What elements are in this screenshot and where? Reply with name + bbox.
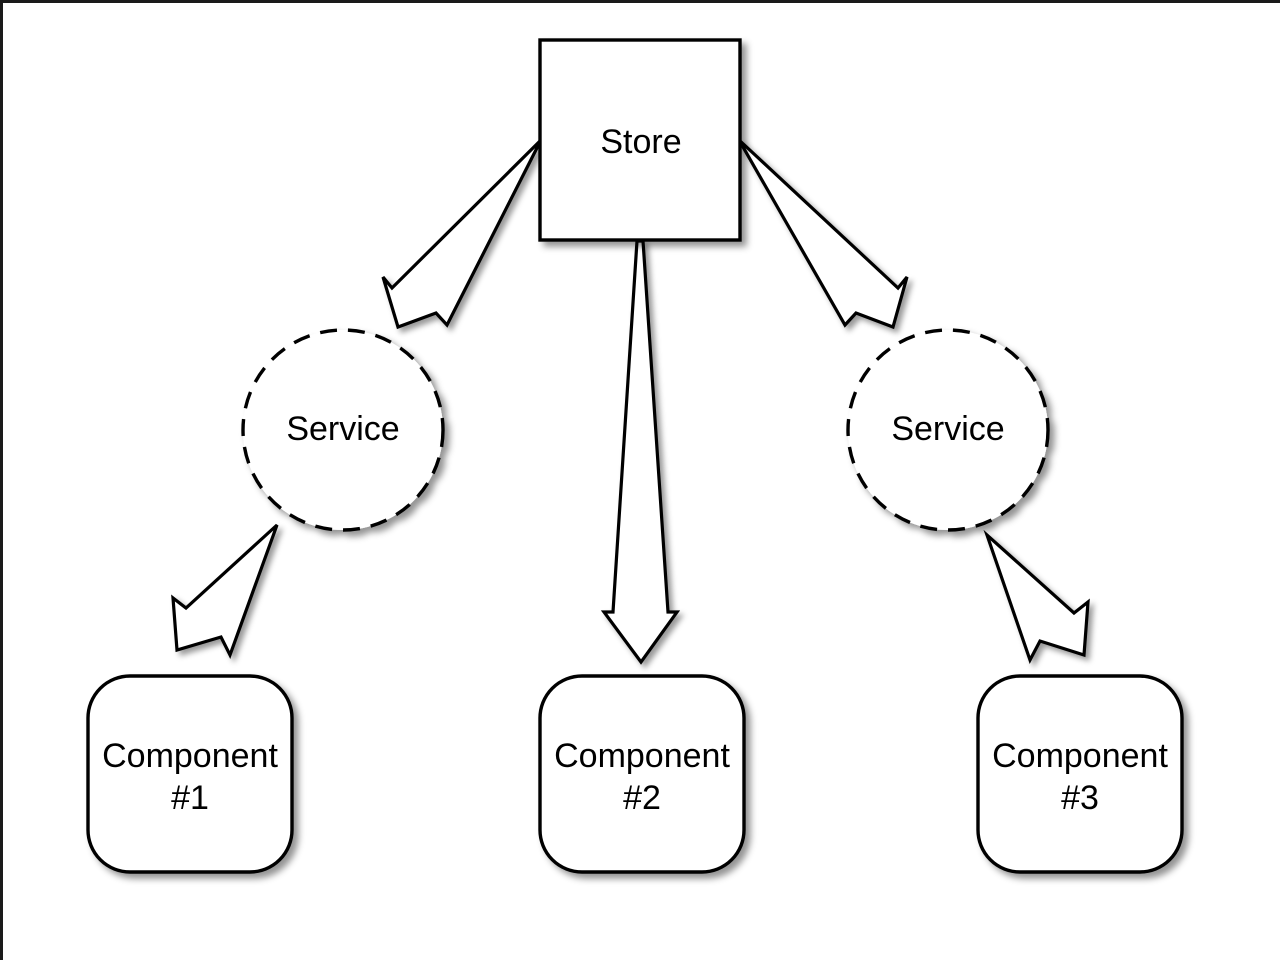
component-3-label-line1: Component bbox=[992, 737, 1168, 775]
node-component-1[interactable]: Component #1 bbox=[86, 674, 294, 874]
service-right-label: Service bbox=[891, 410, 1004, 448]
arrow-store-component-2 bbox=[600, 239, 681, 665]
edge-store-to-service-right bbox=[737, 138, 909, 330]
arrow-store-service-left bbox=[381, 138, 543, 330]
page-edge-left-border bbox=[0, 0, 3, 960]
node-service-left[interactable]: Service bbox=[241, 328, 445, 532]
node-service-right[interactable]: Service bbox=[846, 328, 1050, 532]
edge-store-to-service-left bbox=[381, 138, 543, 330]
component-1-rect bbox=[86, 674, 294, 874]
component-1-label-line2: #1 bbox=[171, 779, 209, 817]
component-2-label-line2: #2 bbox=[623, 779, 661, 817]
service-left-label: Service bbox=[286, 410, 399, 448]
component-3-label-line2: #3 bbox=[1061, 779, 1099, 817]
arrow-service-right-component-3 bbox=[983, 529, 1090, 665]
component-1-label-line1: Component bbox=[102, 737, 278, 775]
component-2-label-line1: Component bbox=[554, 737, 730, 775]
component-2-rect bbox=[538, 674, 746, 874]
service-left-circle bbox=[241, 328, 445, 532]
store-label: Store bbox=[600, 123, 681, 161]
service-right-circle bbox=[846, 328, 1050, 532]
store-rect bbox=[538, 38, 742, 242]
arrow-store-service-right bbox=[737, 138, 909, 330]
arrow-service-left-component-1 bbox=[171, 523, 279, 660]
edge-service-left-to-component-1 bbox=[171, 523, 279, 660]
edge-store-to-component-2 bbox=[600, 239, 681, 665]
node-store[interactable]: Store bbox=[538, 38, 742, 242]
node-component-2[interactable]: Component #2 bbox=[538, 674, 746, 874]
node-component-3[interactable]: Component #3 bbox=[976, 674, 1184, 874]
page-edge-top-border bbox=[0, 0, 1280, 3]
component-3-rect bbox=[976, 674, 1184, 874]
edge-service-right-to-component-3 bbox=[983, 529, 1090, 665]
